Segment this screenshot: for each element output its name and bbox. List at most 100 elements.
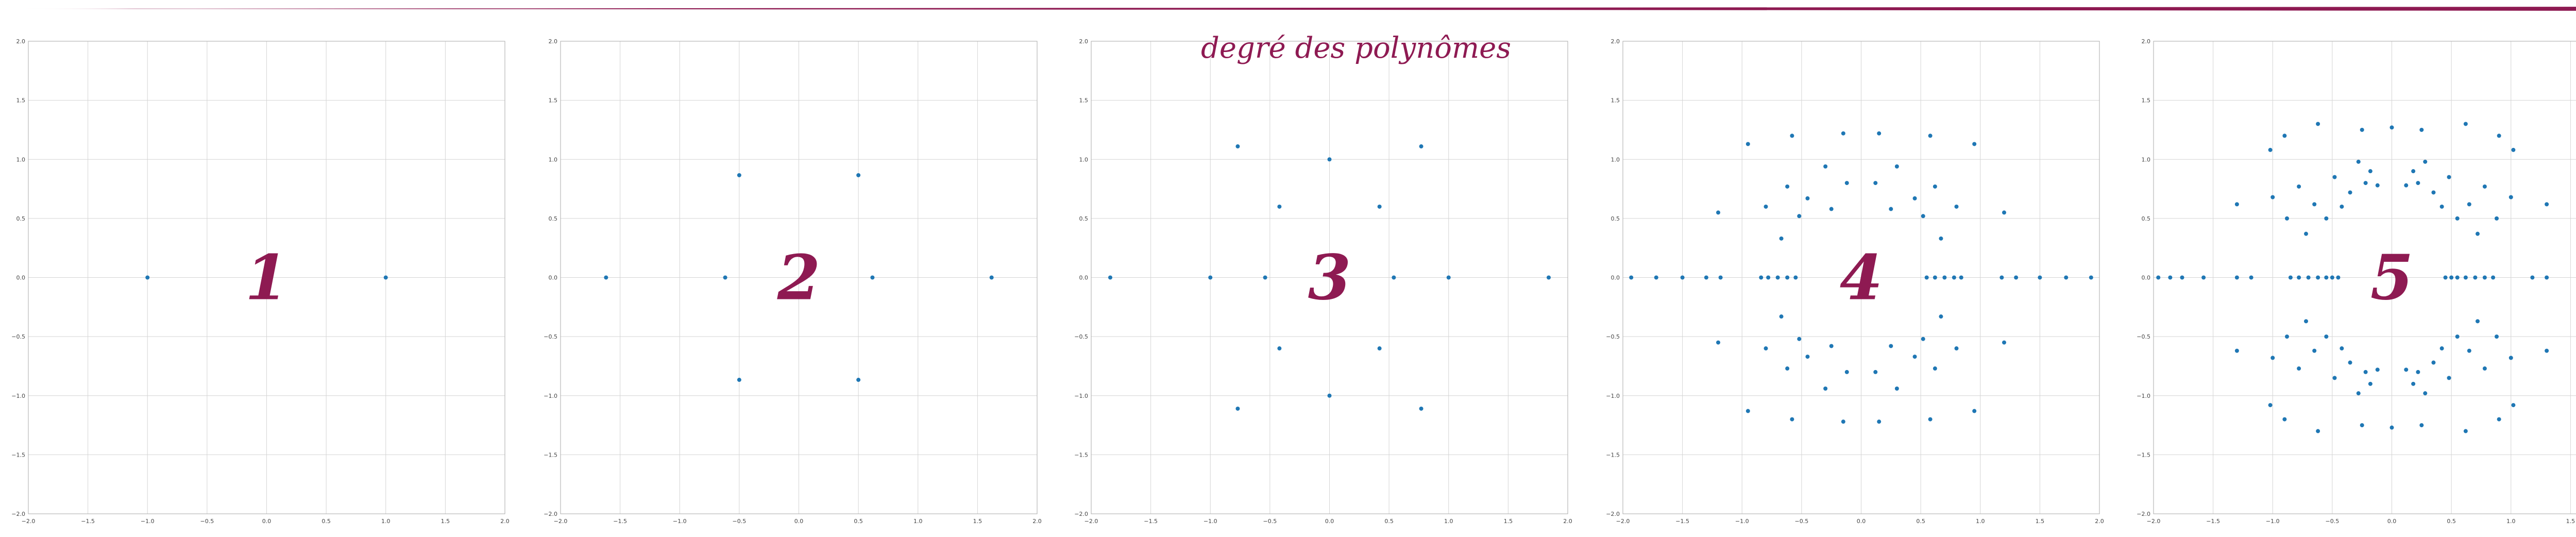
root-point [2509,356,2513,360]
root-point [723,275,727,280]
x-tick-label: −0.5 [2326,518,2340,525]
x-tick-label: −2.0 [554,518,568,525]
root-point [2368,381,2372,386]
x-tick-label: −0.5 [733,518,747,525]
figure-title: degré des polynômes [1201,31,1511,65]
root-point [2360,423,2364,428]
y-tick-label: −2.0 [2137,511,2150,517]
y-tick-label: −1.5 [544,451,557,458]
root-point [1277,346,1282,351]
root-point [2443,275,2448,280]
root-point [1928,417,1933,422]
root-point [2455,275,2460,280]
root-point [2467,348,2471,353]
root-point [2038,275,2042,280]
root-point [1377,204,1382,209]
root-point [1889,344,1893,348]
root-point [2270,356,2275,360]
root-point [2497,417,2501,422]
root-point [2511,403,2516,408]
x-tick-label: −1.5 [81,518,95,525]
root-point [1654,275,1658,280]
root-point [2336,275,2341,280]
root-point [2509,195,2513,199]
root-point [1785,366,1790,371]
root-point [1446,275,1451,280]
x-tick-label: 0.5 [1916,518,1925,525]
root-point [1235,406,1240,411]
degree-label: 4 [1840,242,1883,314]
root-point [1972,142,1977,146]
root-point [2316,122,2320,126]
y-tick-label: 1.5 [1611,97,1620,104]
y-tick-label: 1.5 [16,97,26,104]
root-point [1629,275,1634,280]
root-point [737,173,741,177]
root-point [2312,348,2317,353]
y-tick-label: 1.0 [1079,156,1089,163]
root-point [2431,190,2436,195]
root-point [1277,204,1282,209]
root-point [2304,319,2308,324]
y-tick-label: 1.0 [549,156,558,163]
root-point [2282,133,2287,138]
root-point [1805,355,1810,359]
root-point [1797,214,1802,219]
y-tick-label: 1.5 [549,97,558,104]
root-point [1790,133,1794,138]
root-point [604,275,608,280]
root-point [2545,202,2549,207]
root-point [2285,216,2289,221]
root-point [145,275,150,280]
x-tick-label: −1.5 [613,518,627,525]
root-point [2356,159,2361,164]
root-point [856,378,861,382]
root-point [2324,334,2329,339]
root-point [2439,204,2444,209]
root-point [1841,131,1845,136]
root-point [1954,346,1959,351]
root-point [2234,275,2239,280]
root-point [2416,181,2420,186]
x-tick-label: 2.0 [500,518,510,525]
root-point [1873,181,1878,186]
root-point [2375,183,2380,188]
y-tick-label: 2.0 [16,38,26,45]
y-tick-label: 1.5 [2142,97,2151,104]
x-tick-label: −2.0 [1084,518,1098,525]
plot-frame [2153,41,2576,514]
y-tick-label: 0.0 [16,275,26,281]
root-point [1912,196,1917,200]
y-tick-label: 0.5 [2142,215,2151,222]
degree-label: 3 [1308,242,1351,314]
root-point [1841,419,1845,424]
root-point [2285,334,2289,339]
root-point [1797,337,1802,341]
x-tick-label: 0.0 [2387,518,2397,525]
root-point [1716,340,1720,345]
root-point [2268,403,2273,408]
x-tick-label: 0.5 [2447,518,2456,525]
root-point [2419,127,2424,132]
y-tick-label: 0.5 [1611,215,1620,222]
y-tick-label: 2.0 [549,38,558,45]
root-point [1894,164,1899,169]
root-point [2340,346,2344,351]
root-point [2449,275,2454,280]
x-tick-label: −1.0 [1204,518,1217,525]
root-point [2268,147,2273,152]
root-point [1959,275,1963,280]
root-point [1924,275,1929,280]
y-tick-label: 0.0 [2142,275,2151,281]
x-tick-label: −1.5 [1144,518,1158,525]
y-tick-label: −1.5 [11,451,25,458]
root-point [2297,184,2301,189]
y-tick-label: 2.0 [1079,38,1089,45]
x-tick-label: −2.0 [2147,518,2161,525]
root-point [2324,275,2329,280]
root-point [1942,275,1947,280]
x-tick-label: −1.0 [2266,518,2280,525]
root-point [2375,367,2380,372]
root-point [2463,275,2468,280]
root-point [1793,275,1798,280]
